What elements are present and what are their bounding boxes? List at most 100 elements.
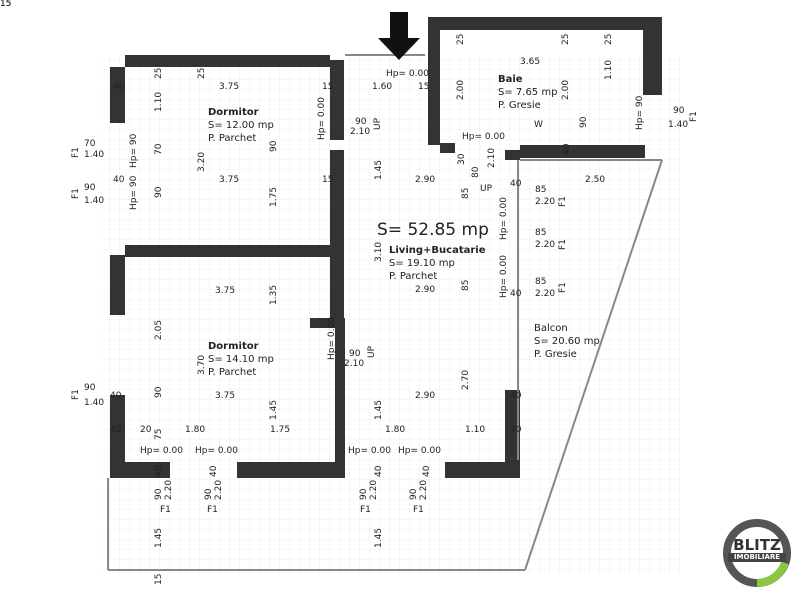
dimension-label: 40	[113, 175, 125, 185]
dimension-label: UP	[367, 345, 377, 358]
dimension-label: 15	[322, 175, 334, 185]
dimension-label: F1	[689, 111, 699, 122]
dimension-label: 40	[110, 425, 122, 435]
dimension-label: 1.45	[374, 527, 384, 548]
dimension-label: 25	[456, 33, 466, 45]
room-floor: P. Parchet	[389, 271, 438, 282]
dimension-label: 3.70	[197, 354, 207, 375]
dimension-label: 1.45	[269, 399, 279, 420]
room-name: Dormitor	[208, 341, 259, 352]
dimension-label: 85	[535, 277, 547, 287]
dimension-label: 90	[84, 383, 96, 393]
entrance-arrow-icon	[378, 12, 420, 60]
dimension-label: F1	[413, 505, 424, 515]
dimension-label: 1.10	[604, 59, 614, 80]
room-area: S= 20.60 mp	[534, 336, 600, 347]
dimension-label: 30	[457, 153, 467, 165]
dimension-label: F1	[558, 282, 568, 293]
total-area: S= 52.85 mp	[377, 220, 489, 240]
dimension-label: 2.90	[415, 175, 436, 185]
dimension-label: 40	[422, 465, 432, 477]
dimension-label: UP	[373, 117, 383, 130]
room-name: Baie	[498, 74, 523, 85]
dimension-label: Hp= 90	[129, 175, 139, 210]
dimension-label: 15	[0, 0, 12, 9]
dimension-label: 90	[409, 488, 419, 500]
dimension-label: 90	[154, 186, 164, 198]
dimension-label: 80	[471, 166, 481, 178]
dimension-label: Hp= 0.00	[462, 132, 505, 142]
dimension-label: 40	[113, 82, 125, 92]
dimension-label: 40	[510, 391, 522, 401]
dimension-label: Hp= 0.00	[327, 317, 337, 360]
dimension-label: 3.75	[219, 82, 240, 92]
dimension-label: Hp= 0.00	[140, 446, 183, 456]
dimension-label: 1.75	[270, 425, 291, 435]
dimension-label: 90	[204, 488, 214, 500]
dimension-label: Hp= 0.00	[317, 97, 327, 140]
dimension-label: 2.00	[456, 79, 466, 100]
dimension-label: 25	[197, 67, 207, 79]
dimension-label: F1	[360, 505, 371, 515]
dimension-label: Hp= 0.00	[386, 69, 429, 79]
dimension-label: 15	[418, 82, 430, 92]
dimension-label: 1.45	[154, 527, 164, 548]
dimension-label: 40	[154, 465, 164, 477]
dimension-label: 90	[154, 488, 164, 500]
dimension-label: 1.40	[84, 150, 105, 160]
dimension-label: 15	[322, 82, 334, 92]
dimension-label: Hp= 90	[129, 133, 139, 168]
dimension-label: 1.10	[154, 91, 164, 112]
dimension-label: 90	[269, 140, 279, 152]
dimension-label: 2.90	[415, 285, 436, 295]
dimension-label: Hp= 0.00	[195, 446, 238, 456]
dimension-label: 1.10	[465, 425, 486, 435]
dimension-label: 3.75	[219, 175, 240, 185]
room-name: Living+Bucatarie	[389, 245, 486, 256]
dimension-label: Hp= 0.00	[398, 446, 441, 456]
room-floor: P. Parchet	[208, 367, 257, 378]
dimension-label: F1	[207, 505, 218, 515]
dimension-label: 70	[154, 143, 164, 155]
room-balcon: Balcon S= 20.60 mp P. Gresie	[534, 322, 600, 361]
dimension-label: 1.45	[374, 159, 384, 180]
dimension-label: 90	[359, 488, 369, 500]
dimension-label: 2.10	[350, 127, 371, 137]
dimension-label: 1.40	[668, 120, 689, 130]
dimension-label: 25	[154, 67, 164, 79]
dimension-label: W	[534, 120, 543, 130]
dimension-label: Hp= 0.00	[499, 255, 509, 298]
dimension-label: 25	[561, 33, 571, 45]
dimension-label: 2.10	[487, 147, 497, 168]
dimension-label: 75	[154, 428, 164, 440]
room-area: S= 7.65 mp	[498, 87, 558, 98]
dimension-label: 2.70	[461, 369, 471, 390]
dimension-label: 40	[110, 391, 122, 401]
dimension-label: 40	[510, 289, 522, 299]
dimension-label: 3.75	[215, 391, 236, 401]
dimension-label: 2.90	[415, 391, 436, 401]
outline	[107, 54, 663, 571]
dimension-label: 25	[604, 33, 614, 45]
dimension-label: F1	[558, 196, 568, 207]
room-floor: P. Gresie	[534, 349, 577, 360]
dimension-label: 20	[140, 425, 152, 435]
dimension-label: 1.40	[84, 398, 105, 408]
dimension-label: 1.75	[269, 186, 279, 207]
dimension-label: 40	[510, 179, 522, 189]
dimension-label: 2.20	[535, 289, 556, 299]
dimension-label: 2.10	[344, 359, 365, 369]
dimension-label: F1	[71, 389, 81, 400]
dimension-label: Hp= 0.00	[499, 197, 509, 240]
grid	[100, 55, 680, 575]
room-name: Balcon	[534, 323, 568, 334]
dimension-label: 85	[535, 228, 547, 238]
room-floor: P. Parchet	[208, 133, 257, 144]
